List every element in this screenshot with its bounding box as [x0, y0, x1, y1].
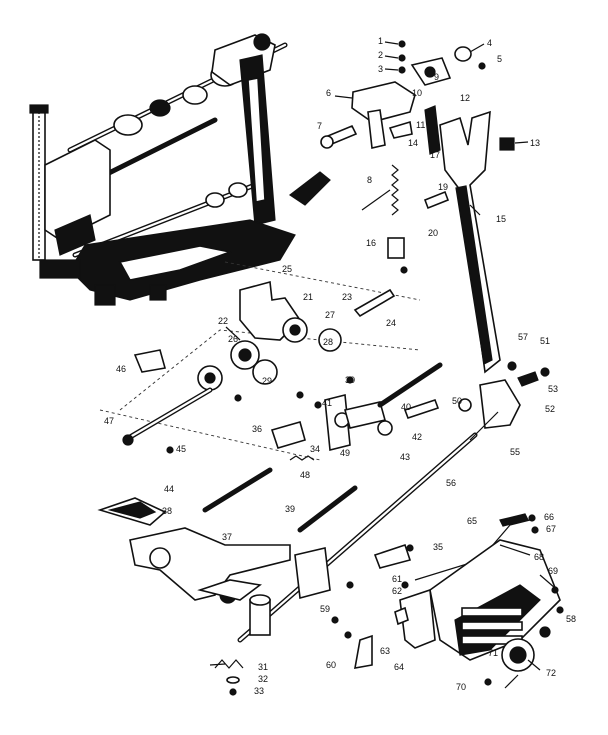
callout-46: 46 — [116, 364, 126, 374]
callout-21: 21 — [303, 292, 313, 302]
callout-49: 49 — [340, 448, 350, 458]
callout-52: 52 — [545, 404, 555, 414]
callout-38: 38 — [162, 506, 172, 516]
callout-32: 32 — [258, 674, 268, 684]
callout-24: 24 — [386, 318, 396, 328]
callout-56: 56 — [446, 478, 456, 488]
callout-26: 26 — [228, 334, 238, 344]
callout-57: 57 — [518, 332, 528, 342]
callout-25: 25 — [282, 264, 292, 274]
callout-15: 15 — [496, 214, 506, 224]
callout-47: 47 — [104, 416, 114, 426]
callout-45: 45 — [176, 444, 186, 454]
callout-50: 50 — [452, 396, 462, 406]
upper-right-parts — [320, 40, 515, 274]
callout-14: 14 — [408, 138, 418, 148]
callout-64: 64 — [394, 662, 404, 672]
main-frame-assembly — [29, 33, 331, 306]
callout-43: 43 — [400, 452, 410, 462]
callout-5: 5 — [497, 54, 502, 64]
callout-12: 12 — [460, 93, 470, 103]
callout-33: 33 — [254, 686, 264, 696]
callout-37: 37 — [222, 532, 232, 542]
callout-4: 4 — [487, 38, 492, 48]
callout-17: 17 — [430, 150, 440, 160]
callout-10: 10 — [412, 88, 422, 98]
callout-9: 9 — [434, 72, 439, 82]
callout-28: 28 — [323, 337, 333, 347]
callout-62: 62 — [392, 586, 402, 596]
lower-left-parts — [97, 497, 331, 696]
callout-42: 42 — [412, 432, 422, 442]
callout-35: 35 — [433, 542, 443, 552]
callout-29: 29 — [262, 376, 272, 386]
lower-right-feed-assembly — [331, 513, 564, 686]
callout-53: 53 — [548, 384, 558, 394]
callout-2: 2 — [378, 50, 383, 60]
callout-40: 40 — [401, 402, 411, 412]
callout-19: 19 — [438, 182, 448, 192]
callout-20: 20 — [428, 228, 438, 238]
callout-67: 67 — [546, 524, 556, 534]
middle-cluster — [99, 261, 472, 533]
callout-51: 51 — [540, 336, 550, 346]
callout-44: 44 — [164, 484, 174, 494]
callout-8: 8 — [367, 175, 372, 185]
callout-70: 70 — [456, 682, 466, 692]
callout-7: 7 — [317, 121, 322, 131]
callout-69: 69 — [548, 566, 558, 576]
callout-72: 72 — [546, 668, 556, 678]
callout-66: 66 — [544, 512, 554, 522]
callout-34: 34 — [310, 444, 320, 454]
callout-23: 23 — [342, 292, 352, 302]
callout-27: 27 — [325, 310, 335, 320]
callout-6: 6 — [326, 88, 331, 98]
callout-59: 59 — [320, 604, 330, 614]
long-shaft — [237, 432, 478, 643]
callout-30: 30 — [345, 375, 355, 385]
callout-31: 31 — [258, 662, 268, 672]
callout-11: 11 — [416, 120, 425, 130]
callout-13: 13 — [530, 138, 540, 148]
callout-36: 36 — [252, 424, 262, 434]
callout-41: 41 — [322, 398, 332, 408]
leader-lines — [209, 41, 556, 689]
callout-39: 39 — [285, 504, 295, 514]
callout-71: 71 — [488, 648, 498, 658]
callout-63: 63 — [380, 646, 390, 656]
long-lever-arm — [439, 110, 550, 429]
callout-60: 60 — [326, 660, 336, 670]
callout-65: 65 — [467, 516, 477, 526]
callout-55: 55 — [510, 447, 520, 457]
callout-1: 1 — [378, 36, 383, 46]
callout-68: 68 — [534, 552, 544, 562]
callout-58: 58 — [566, 614, 576, 624]
callout-61: 61 — [392, 574, 402, 584]
callout-22: 22 — [218, 316, 228, 326]
callout-48: 48 — [300, 470, 310, 480]
callout-16: 16 — [366, 238, 376, 248]
callout-3: 3 — [378, 64, 383, 74]
callout-labels: 1 2 3 4 5 6 7 8 9 10 11 12 13 14 15 16 1… — [104, 36, 576, 696]
